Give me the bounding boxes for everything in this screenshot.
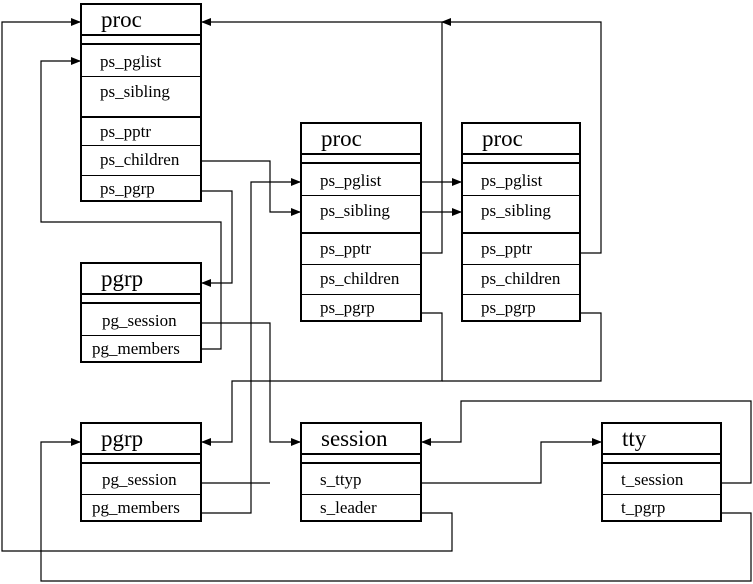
title-spacer xyxy=(302,155,420,164)
field-ps-pgrp: ps_pgrp xyxy=(463,294,579,322)
edge-pgrp-right-join xyxy=(442,312,602,382)
proc-box-middle: proc ps_pglist ps_sibling ps_pptr ps_chi… xyxy=(300,122,422,322)
proc-title: proc xyxy=(463,124,579,155)
edge-children-to-sibling xyxy=(202,160,301,216)
tty-box: tty t_session t_pgrp xyxy=(601,422,722,522)
pgrp-title: pgrp xyxy=(82,424,200,455)
edge-pgrp-to-pgrp-top xyxy=(201,190,233,287)
field-ps-sibling: ps_sibling xyxy=(302,195,420,227)
field-ps-pgrp: ps_pgrp xyxy=(302,294,420,322)
pgrp-box-bottom: pgrp pg_session pg_members xyxy=(80,422,202,522)
field-pg-members: pg_members xyxy=(82,494,200,521)
field-ps-pglist: ps_pglist xyxy=(481,171,543,190)
proc-box-top: proc ps_pglist ps_sibling ps_pptr ps_chi… xyxy=(80,3,202,202)
tty-title: tty xyxy=(603,424,720,455)
title-spacer xyxy=(82,36,200,45)
edge-session-to-session xyxy=(202,322,301,446)
field-s-leader: s_leader xyxy=(302,494,420,521)
field-t-pgrp: t_pgrp xyxy=(603,494,720,521)
field-ps-pgrp: ps_pgrp xyxy=(82,175,200,202)
field-pg-members: pg_members xyxy=(82,335,200,362)
edge-bottom-members-to-pglist xyxy=(202,178,301,514)
field-ps-pptr: ps_pptr xyxy=(82,116,200,145)
proc-box-right: proc ps_pglist ps_sibling ps_pptr ps_chi… xyxy=(461,122,581,322)
title-spacer xyxy=(302,455,420,464)
field-pg-session: pg_session xyxy=(102,311,177,330)
field-ps-pptr: ps_pptr xyxy=(302,232,420,264)
title-spacer xyxy=(603,455,720,464)
field-ps-pglist: ps_pglist xyxy=(100,52,162,71)
field-ps-pptr: ps_pptr xyxy=(463,232,579,264)
proc-title: proc xyxy=(82,5,200,36)
title-spacer xyxy=(82,455,200,464)
session-title: session xyxy=(302,424,420,455)
field-ps-sibling: ps_sibling xyxy=(463,195,579,227)
session-box: session s_ttyp s_leader xyxy=(300,422,422,522)
field-ps-children: ps_children xyxy=(463,264,579,294)
field-ps-children: ps_children xyxy=(82,145,200,175)
pgrp-title: pgrp xyxy=(82,264,200,295)
field-s-ttyp: s_ttyp xyxy=(320,470,362,489)
pgrp-box-top: pgrp pg_session pg_members xyxy=(80,262,202,363)
field-t-session: t_session xyxy=(621,470,684,489)
field-ps-sibling: ps_sibling xyxy=(82,76,200,108)
edge-ttyp-to-tty xyxy=(422,438,602,484)
title-spacer xyxy=(82,295,200,304)
title-spacer xyxy=(463,155,579,164)
proc-title: proc xyxy=(302,124,420,155)
field-ps-children: ps_children xyxy=(302,264,420,294)
field-ps-pglist: ps_pglist xyxy=(320,171,382,190)
field-pg-session: pg_session xyxy=(102,470,177,489)
